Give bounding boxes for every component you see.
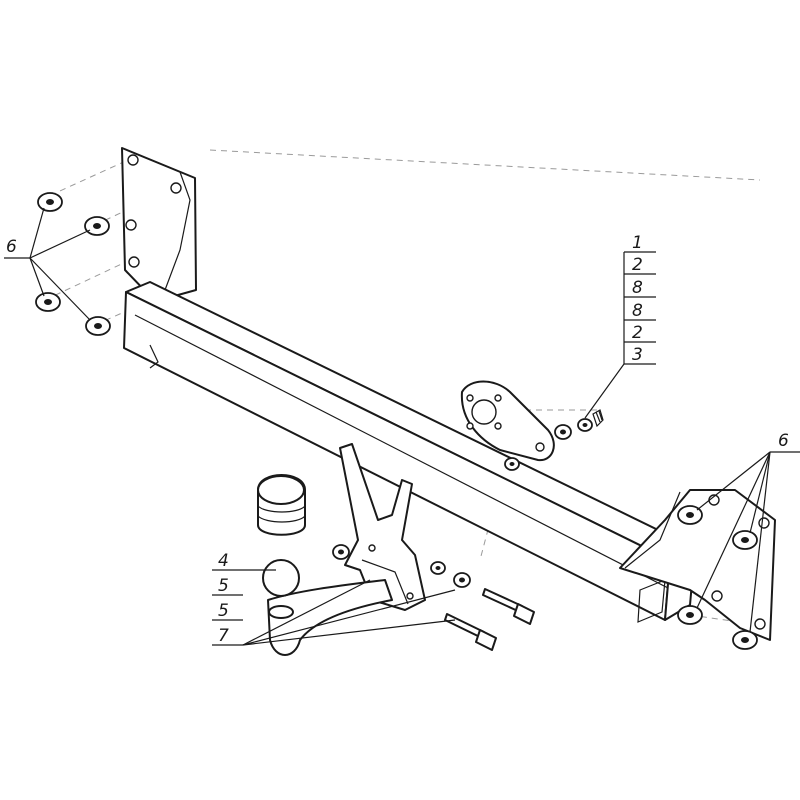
- right-mounting-bracket: [619, 489, 776, 641]
- callout-right-washers: 6: [778, 431, 789, 451]
- callout-number: 6: [778, 431, 789, 451]
- left-bracket-hole: [128, 256, 140, 268]
- hitch-bolt: [482, 588, 535, 625]
- callout-number: 5: [218, 576, 229, 596]
- callout-number: 5: [218, 601, 229, 621]
- left-bracket-hole: [170, 182, 182, 194]
- callout-number: 6: [6, 237, 17, 257]
- left-bracket-hole: [125, 219, 137, 231]
- socket-fasteners: [554, 409, 604, 440]
- ball-area-nuts: [332, 544, 471, 588]
- callout-number: 2: [632, 323, 643, 343]
- callout-number: 3: [632, 345, 643, 365]
- left-mounting-bracket: [121, 147, 197, 301]
- tow-ball-cap: [257, 474, 306, 536]
- socket-mounting-plate: [460, 380, 555, 462]
- callout-number: 8: [632, 301, 643, 321]
- callout-ball-stack: 4 5 5 7: [218, 551, 229, 646]
- hitch-bolt: [444, 613, 497, 651]
- right-bracket-hole: [758, 517, 770, 529]
- right-washer-set: [677, 505, 758, 650]
- tow-ball-mount-bracket: [339, 443, 426, 611]
- callout-leaders: [4, 207, 800, 646]
- left-washer-set: [35, 192, 111, 336]
- callout-left-washers: 6: [6, 237, 17, 257]
- callout-number: 8: [632, 278, 643, 298]
- left-bracket-hole: [127, 154, 139, 166]
- callout-number: 2: [632, 255, 643, 275]
- tow-ball-assembly: [262, 559, 393, 656]
- right-bracket-hole: [711, 590, 723, 602]
- right-bracket-hole: [754, 618, 766, 630]
- callout-fastener-stack: 1 2 8 8 2 3: [632, 233, 643, 365]
- callout-number: 1: [632, 233, 643, 253]
- callout-number: 4: [218, 551, 229, 571]
- callout-number: 7: [218, 626, 229, 646]
